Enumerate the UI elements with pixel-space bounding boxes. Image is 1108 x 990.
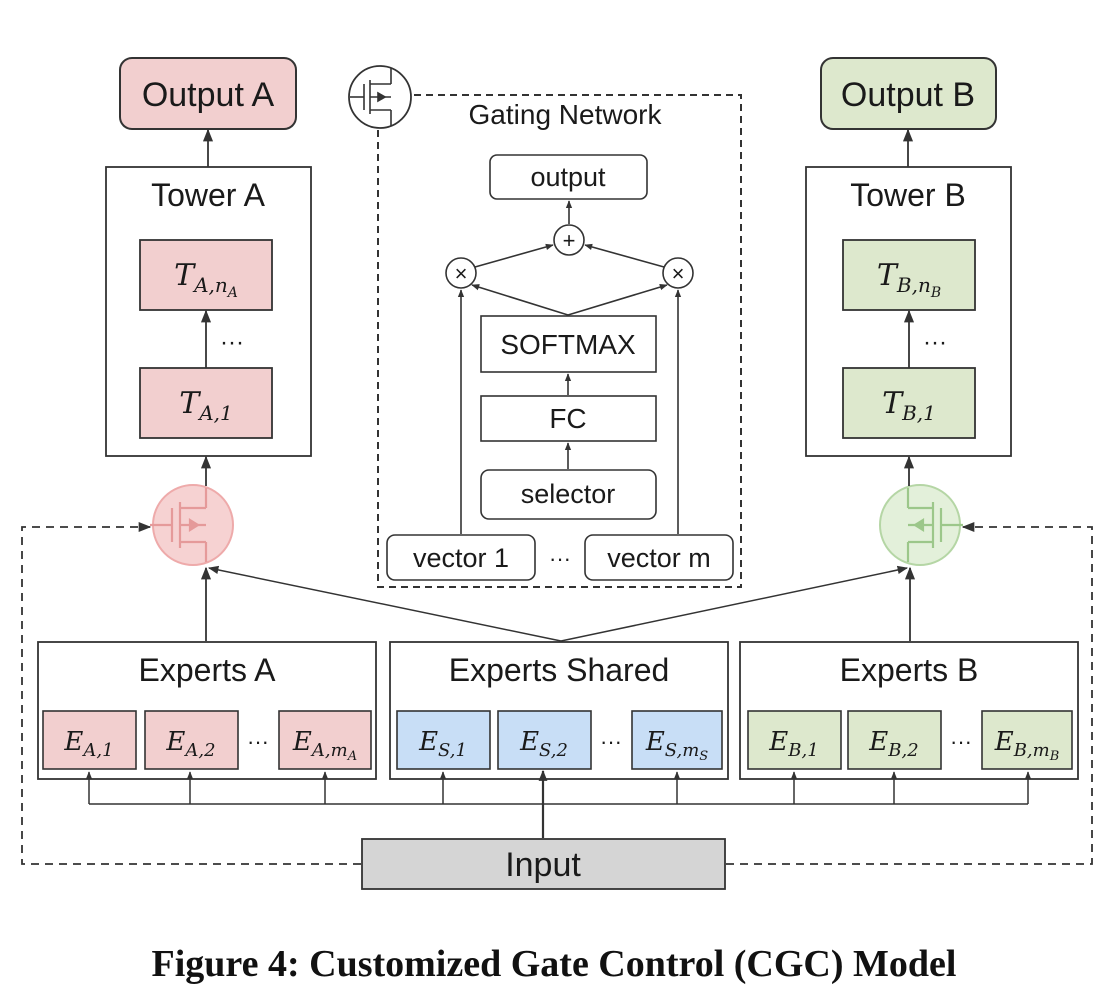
selector-box [480,469,657,520]
gate-a-icon [150,484,234,566]
arrow-multiply-left-to-plus [474,243,554,268]
gating-network-icon [348,65,412,129]
expert-shared-2 [497,710,592,770]
arrow-softmax-to-multiply-left [471,284,569,316]
selector-label: selector [521,479,616,509]
gate-b-icon [879,484,963,566]
input-label: Input [505,846,581,884]
experts-b-title: Experts B [840,652,979,688]
gating-network-frame [377,94,742,588]
experts-a-title: Experts A [139,652,277,688]
arrow-shared-to-gate-a [207,565,562,642]
expert-a-1 [42,710,137,770]
vector-1-label: vector 1 [413,543,509,573]
tower-a-title: Tower A [151,177,265,213]
fc-box [480,395,657,442]
arrow-multiply-right-to-plus [584,243,665,268]
arrow-softmax-to-multiply-right [567,284,668,316]
gating-network-title: Gating Network [469,99,663,130]
expert-a-2-label: EA,2 [165,727,215,761]
experts-a-ellipsis: ··· [247,729,269,754]
softmax-box [480,315,657,373]
tower-a-layer-bottom-label: TA,1 [179,386,233,425]
output-b-label: Output B [841,76,975,114]
experts-b-ellipsis: ··· [950,729,972,754]
expert-a-1-label: EA,1 [63,727,113,761]
softmax-label: SOFTMAX [500,329,636,360]
output-a-label: Output A [142,76,275,114]
expert-shared-1-label: ES,1 [418,727,467,761]
expert-shared-2-label: ES,2 [519,727,568,761]
experts-shared-ellipsis: ··· [600,729,622,754]
gating-output-box [489,154,648,200]
vector-m-box [584,534,734,581]
vector-m-label: vector m [607,543,711,573]
expert-a-m-label: EA,mA [292,727,357,764]
dashed-input-to-gate-a [21,521,361,865]
arrow-shared-to-gate-b [560,565,909,642]
tower-b-ellipsis: ··· [923,329,947,356]
cgc-diagram: Output A Output B Tower A TA,nA ··· TA,1… [21,57,1093,890]
gating-output-label: output [530,162,606,192]
expert-b-2 [847,710,942,770]
input-box [361,838,726,890]
expert-a-2 [144,710,239,770]
multiply-symbol-right: × [672,261,685,286]
tower-b-layer-bottom-label: TB,1 [882,386,936,425]
expert-a-m [278,710,372,770]
input-branches [86,771,1031,804]
dashed-input-to-gate-b [726,521,1093,865]
tower-b-layer-top-label: TB,nB [877,258,941,301]
tower-a-ellipsis: ··· [220,329,244,356]
expert-b-m-label: EB,mB [994,727,1060,764]
figure-caption: Figure 4: Customized Gate Control (CGC) … [151,943,957,985]
plus-symbol: + [563,228,576,253]
tower-b-title: Tower B [850,177,966,213]
expert-b-2-label: EB,2 [868,727,918,761]
vector-1-box [386,534,536,581]
expert-shared-m-label: ES,mS [645,727,708,764]
tower-b-layer-bottom [842,367,976,439]
vector-ellipsis: ··· [549,546,571,571]
tower-a-layer-top-label: TA,nA [174,258,238,301]
expert-b-1 [747,710,842,770]
expert-b-m [981,710,1073,770]
plus-node [553,224,585,256]
multiply-node-right [662,257,694,289]
expert-shared-m [631,710,723,770]
multiply-node-left [445,257,477,289]
experts-shared-title: Experts Shared [449,652,670,688]
expert-b-1-label: EB,1 [768,727,818,761]
fc-label: FC [549,403,586,434]
tower-b-layer-top [842,239,976,311]
expert-shared-1 [396,710,491,770]
multiply-symbol-left: × [455,261,468,286]
tower-a-layer-bottom [139,367,273,439]
